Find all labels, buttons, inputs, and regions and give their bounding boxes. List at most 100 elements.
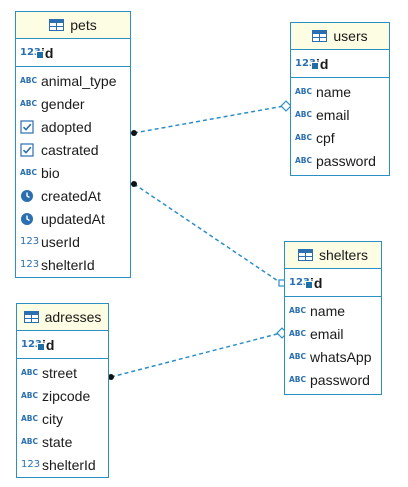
numeric-type-icon: 123 [21, 459, 41, 470]
column-row[interactable]: adopted [16, 115, 130, 138]
column-row[interactable]: castrated [16, 138, 130, 161]
text-type-icon: ABC [21, 414, 39, 423]
column-name: createdAt [41, 187, 101, 204]
text-type-icon: ABC [21, 437, 39, 446]
column-name: id [310, 274, 323, 291]
text-type-icon: ABC [289, 329, 307, 338]
column-name: shelterId [42, 456, 96, 473]
numeric-type-icon: 123 [20, 259, 40, 270]
text-type-icon: ABC [289, 352, 307, 361]
column-name: state [42, 433, 73, 450]
table-users-header[interactable]: users [291, 23, 389, 50]
numeric-key-icon: 123 [295, 58, 319, 70]
column-name: whatsApp [310, 348, 372, 365]
column-name: castrated [41, 141, 99, 158]
numeric-key-icon: 123 [21, 339, 45, 351]
link-pets-shelters [133, 183, 282, 284]
column-name: gender [41, 95, 85, 112]
link-pets-users [133, 105, 285, 134]
column-name: name [316, 83, 352, 100]
column-name: id [316, 55, 329, 72]
primary-key-row[interactable]: 123 id [17, 331, 108, 359]
table-icon [23, 311, 39, 323]
column-name: updatedAt [41, 210, 105, 227]
column-name: id [41, 44, 54, 61]
column-name: adopted [41, 118, 92, 135]
column-name: password [316, 152, 376, 169]
column-name: bio [41, 164, 60, 181]
column-name: name [310, 302, 346, 319]
column-name: id [42, 336, 55, 353]
numeric-key-icon: 123 [289, 277, 313, 289]
primary-key-row[interactable]: 123 id [16, 39, 130, 67]
column-name: zipcode [42, 387, 91, 404]
text-type-icon: ABC [20, 99, 38, 108]
text-type-icon: ABC [289, 306, 307, 315]
table-icon [49, 19, 65, 31]
text-type-icon: ABC [21, 391, 39, 400]
primary-key-row[interactable]: 123 id [285, 269, 381, 297]
clock-icon [20, 189, 38, 203]
table-adresses-header[interactable]: adresses [17, 304, 108, 331]
column-row[interactable]: createdAt [16, 184, 130, 207]
column-name: userId [41, 233, 80, 250]
table-icon [312, 30, 328, 42]
checkbox-icon [20, 142, 38, 157]
text-type-icon: ABC [20, 168, 38, 177]
column-name: email [316, 106, 350, 123]
table-title: pets [70, 17, 97, 33]
table-title: adresses [44, 309, 102, 325]
text-type-icon: ABC [21, 368, 39, 377]
column-name: password [310, 371, 370, 388]
text-type-icon: ABC [295, 87, 313, 96]
primary-key-row[interactable]: 123 id [291, 50, 389, 78]
column-name: city [42, 410, 63, 427]
table-title: users [333, 28, 368, 44]
checkbox-icon [20, 119, 38, 134]
table-shelters-header[interactable]: shelters [285, 242, 381, 269]
text-type-icon: ABC [295, 156, 313, 165]
numeric-key-icon: 123 [20, 47, 44, 59]
link-pets-shelters-start-dot [131, 181, 137, 187]
text-type-icon: ABC [20, 76, 38, 85]
table-icon [297, 249, 313, 261]
clock-icon [20, 212, 38, 226]
text-type-icon: ABC [289, 375, 307, 384]
text-type-icon: ABC [295, 133, 313, 142]
column-name: street [42, 364, 78, 381]
table-pets-header[interactable]: pets [16, 12, 130, 39]
link-pets-users-start-dot [131, 130, 137, 136]
column-row[interactable]: updatedAt [16, 207, 130, 230]
table-title: shelters [318, 247, 369, 263]
column-name: email [310, 325, 344, 342]
text-type-icon: ABC [295, 110, 313, 119]
column-name: shelterId [41, 256, 95, 273]
column-name: cpf [316, 129, 335, 146]
column-name: animal_type [41, 72, 117, 89]
